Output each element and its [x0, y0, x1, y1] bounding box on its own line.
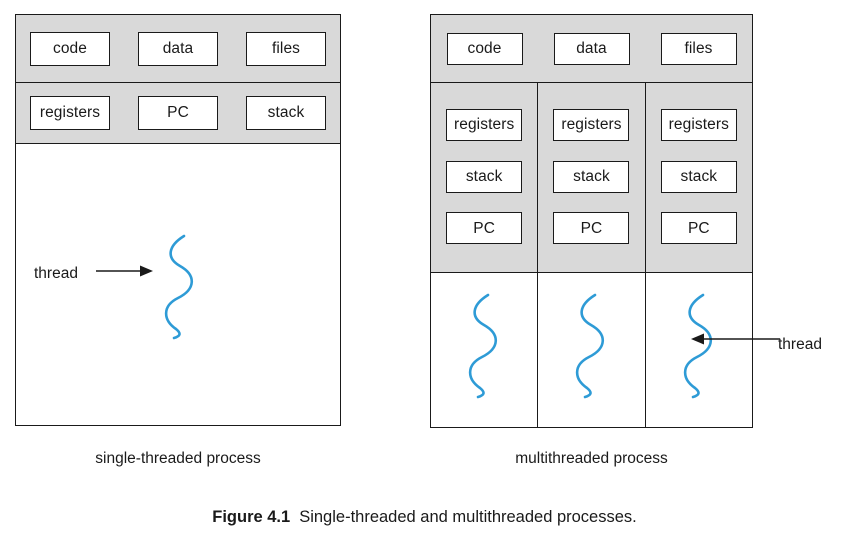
cell-stack: stack	[246, 96, 326, 130]
thread-column-1: registers stack PC	[431, 83, 537, 272]
caption-single-threaded-process: single-threaded process	[95, 450, 261, 467]
cell-files: files	[660, 33, 737, 65]
cell-data: data	[553, 33, 630, 65]
figure-number: Figure 4.1	[212, 508, 291, 526]
cell-code: code	[30, 32, 110, 66]
thread-annotation-arrow-left	[96, 265, 153, 277]
cell-registers: registers	[660, 108, 737, 141]
multi-thread-column-group: registers stack PC registers stack PC re…	[431, 83, 752, 272]
cell-data: data	[138, 32, 218, 66]
cell-pc: PC	[553, 212, 630, 245]
thread-annotation-arrow-right	[691, 333, 780, 345]
thread-squiggle-cell-3	[644, 273, 752, 427]
thread-column-3: registers stack PC	[644, 83, 752, 272]
caption-multithreaded-process: multithreaded process	[515, 450, 668, 467]
multi-thread-area	[431, 273, 752, 427]
cell-stack: stack	[660, 160, 737, 193]
single-shared-row-bottom: registers PC stack	[16, 96, 340, 130]
multithreaded-process-panel: registers stack PC registers stack PC re…	[430, 14, 753, 428]
multi-squiggle-group	[431, 273, 752, 427]
cell-stack: stack	[553, 160, 630, 193]
cell-pc: PC	[446, 212, 523, 245]
thread-annotation-label-left: thread	[34, 265, 78, 282]
cell-registers: registers	[553, 108, 630, 141]
cell-registers: registers	[30, 96, 110, 130]
cell-stack: stack	[446, 160, 523, 193]
multi-shared-row-top: code data files	[431, 33, 752, 65]
thread-squiggle-1	[468, 293, 498, 399]
thread-squiggle-cell-2	[537, 273, 644, 427]
single-shared-row-top: code data files	[16, 32, 340, 66]
thread-squiggle-2	[576, 293, 605, 399]
single-threaded-process-panel: code data files registers PC stack	[15, 14, 341, 426]
thread-squiggle-single	[164, 234, 194, 340]
cell-registers: registers	[446, 108, 523, 141]
figure-caption: Figure 4.1 Single-threaded and multithrea…	[0, 508, 849, 527]
multi-thread-control-band: registers stack PC registers stack PC re…	[431, 83, 752, 273]
cell-pc: PC	[138, 96, 218, 130]
single-thread-area	[16, 144, 340, 425]
thread-annotation-label-right: thread	[778, 336, 822, 353]
thread-squiggle-3	[683, 293, 712, 399]
cell-pc: PC	[660, 212, 737, 245]
thread-column-2: registers stack PC	[537, 83, 644, 272]
figure-caption-text: Single-threaded and multithreaded proces…	[299, 508, 637, 526]
cell-code: code	[446, 33, 523, 65]
cell-files: files	[246, 32, 326, 66]
thread-squiggle-cell-1	[431, 273, 537, 427]
